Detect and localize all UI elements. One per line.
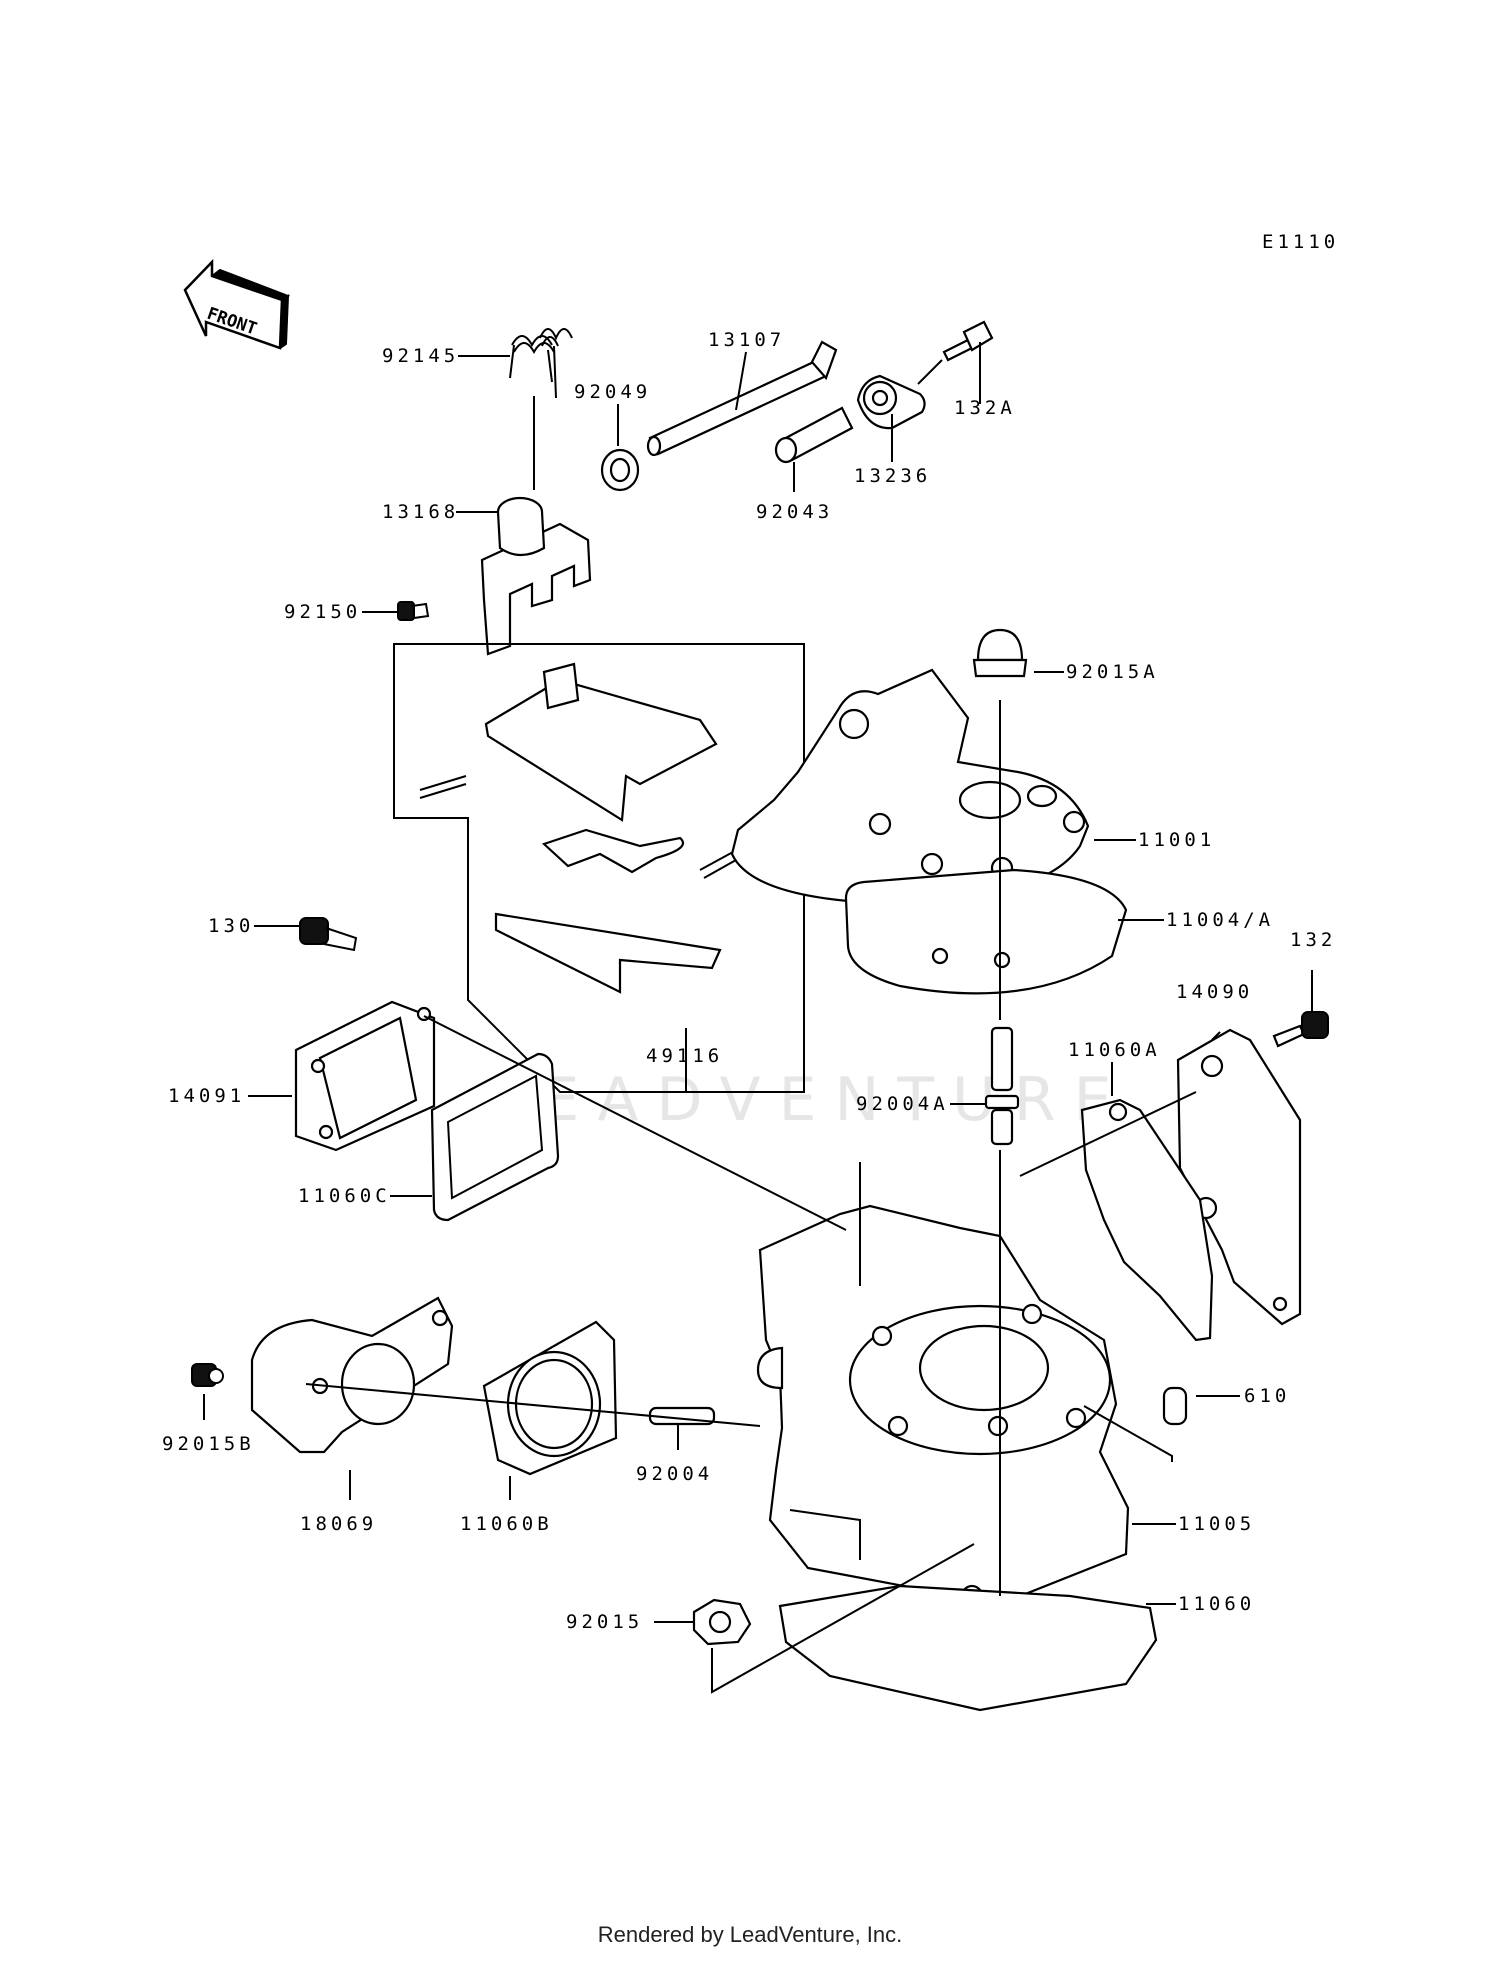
label-11004A[interactable]: 11004/A — [1166, 909, 1274, 931]
shaft-13107 — [646, 340, 838, 457]
nut-92015B — [191, 1363, 224, 1387]
gasket-11060C — [430, 1052, 560, 1222]
label-13107[interactable]: 13107 — [708, 329, 785, 351]
gasket-11060A — [1080, 1098, 1214, 1342]
front-arrow-icon: FRONT — [183, 258, 291, 350]
label-11001[interactable]: 11001 — [1138, 829, 1215, 851]
bearing-92049 — [600, 448, 640, 492]
label-11005[interactable]: 11005 — [1178, 1513, 1255, 1535]
label-92049[interactable]: 92049 — [574, 381, 651, 403]
label-14090[interactable]: 14090 — [1176, 981, 1253, 1003]
label-92004[interactable]: 92004 — [636, 1463, 713, 1485]
bolt-130 — [299, 917, 358, 952]
reed-kit-box — [393, 643, 805, 1093]
cap-nut-92015A — [972, 628, 1028, 678]
reed-cover-14091 — [294, 1000, 436, 1152]
label-92150[interactable]: 92150 — [284, 601, 361, 623]
label-130[interactable]: 130 — [208, 915, 254, 937]
reed-block-49116 — [419, 662, 769, 994]
label-14091[interactable]: 14091 — [168, 1085, 245, 1107]
footer-credit: Rendered by LeadVenture, Inc. — [597, 1922, 903, 1947]
dowel-610 — [1162, 1386, 1188, 1426]
intake-manifold-18069 — [250, 1296, 454, 1454]
watermark: LEADVENTURE — [490, 1065, 1130, 1135]
cylinder-head-11001 — [730, 668, 1090, 904]
gear-13236 — [856, 374, 926, 430]
diagram-code: E1110 — [1262, 231, 1339, 253]
head-gasket-11004 — [844, 868, 1128, 995]
collar-92043 — [774, 406, 854, 464]
base-gasket-11060 — [778, 1584, 1158, 1712]
gasket-11060B — [482, 1320, 618, 1476]
spring-92145 — [509, 328, 573, 399]
part-labels: 92145 13107 92049 132A 13236 92043 13168… — [162, 329, 1336, 1633]
label-49116[interactable]: 49116 — [646, 1045, 723, 1067]
label-11060C[interactable]: 11060C — [298, 1185, 391, 1207]
label-610[interactable]: 610 — [1244, 1385, 1290, 1407]
label-11060B[interactable]: 11060B — [460, 1513, 553, 1535]
stud-92004A — [984, 1026, 1020, 1146]
label-92015B[interactable]: 92015B — [162, 1433, 255, 1455]
label-92015A[interactable]: 92015A — [1066, 661, 1159, 683]
cylinder-11005 — [756, 1204, 1130, 1608]
screw-92150 — [397, 601, 430, 621]
label-11060A[interactable]: 11060A — [1068, 1039, 1161, 1061]
leader-lines — [203, 342, 1313, 1694]
label-132[interactable]: 132 — [1290, 929, 1336, 951]
label-92004A[interactable]: 92004A — [856, 1093, 949, 1115]
nut-92015 — [692, 1598, 752, 1646]
label-92145[interactable]: 92145 — [382, 345, 459, 367]
label-92015[interactable]: 92015 — [566, 1611, 643, 1633]
label-92043[interactable]: 92043 — [756, 501, 833, 523]
label-13168[interactable]: 13168 — [382, 501, 459, 523]
label-11060[interactable]: 11060 — [1178, 1593, 1255, 1615]
label-13236[interactable]: 13236 — [854, 465, 931, 487]
bolt-132 — [1272, 1011, 1329, 1048]
label-132A[interactable]: 132A — [954, 397, 1016, 419]
valve-13168 — [480, 496, 592, 656]
bolt-132A — [942, 320, 994, 362]
label-18069[interactable]: 18069 — [300, 1513, 377, 1535]
